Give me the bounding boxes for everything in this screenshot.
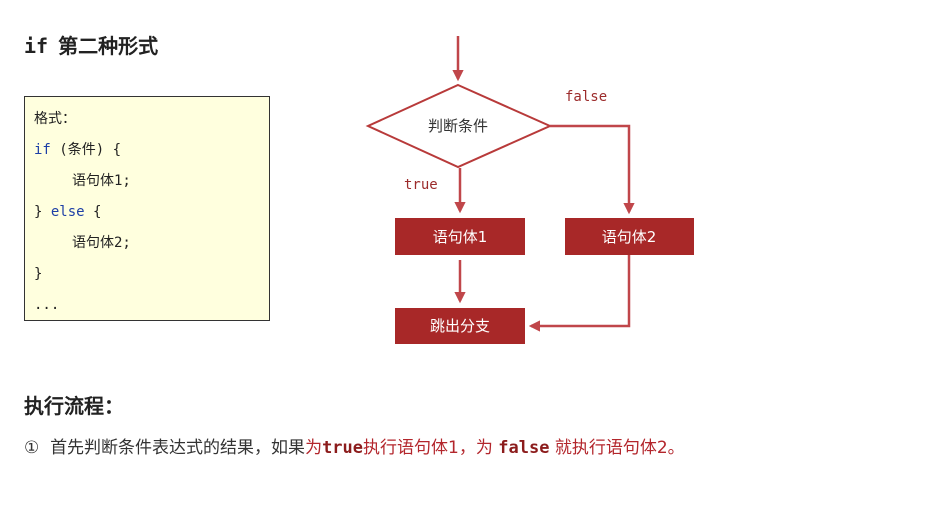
code-line-if: if (条件) { [34, 142, 122, 158]
process-description: ① 首先判断条件表达式的结果，如果为true执行语句体1，为 false 就执行… [24, 438, 685, 458]
title-text: 第二种形式 [58, 34, 159, 58]
code-line-close: } [34, 266, 43, 282]
false-branch-arrow [550, 124, 635, 215]
box2-to-exit-arrow [528, 255, 631, 332]
exit-box-label: 跳出分支 [430, 317, 490, 335]
code-keyword-else: else [50, 204, 85, 220]
code-line-format: 格式： [34, 111, 76, 127]
decision-label: 判断条件 [428, 117, 488, 135]
exit-box [395, 308, 525, 344]
code-line-body2: 语句体2; [72, 235, 131, 251]
false-keyword: false [498, 438, 550, 458]
code-line-ellipsis: ... [34, 297, 60, 313]
process-heading: 执行流程： [24, 394, 124, 418]
list-marker: ① [24, 438, 40, 458]
true-keyword: true [322, 438, 364, 458]
true-label: true [404, 177, 438, 193]
statement-box-1 [395, 218, 525, 255]
statement-box-2 [565, 218, 694, 255]
page-title: if 第二种形式 [24, 30, 158, 59]
statement-box-2-label: 语句体2 [602, 228, 657, 246]
syntax-box: 格式： if (条件) { 语句体1; } else { 语句体2; } ... [24, 96, 270, 321]
decision-diamond [365, 83, 553, 169]
statement-box-1-label: 语句体1 [433, 228, 488, 246]
code-keyword-if: if [34, 142, 51, 158]
code-line-body1: 语句体1; [72, 173, 131, 189]
false-label: false [565, 89, 607, 105]
title-keyword: if [24, 34, 49, 58]
code-line-else: } else { [34, 204, 102, 220]
